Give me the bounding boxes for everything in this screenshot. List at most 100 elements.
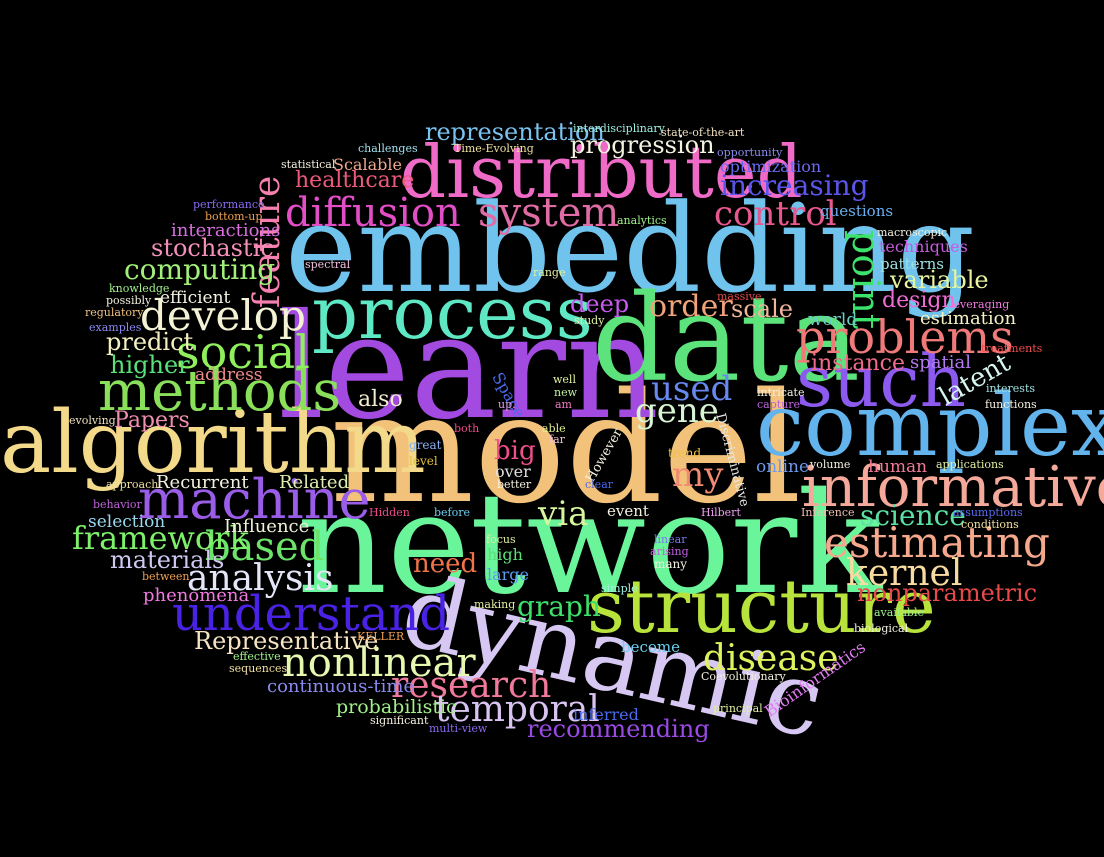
word-Related: Related: [279, 472, 350, 493]
word-over: over: [495, 462, 531, 481]
word-temporal: temporal: [435, 689, 600, 730]
word-address: address: [195, 365, 263, 385]
word-Influence: Influence: [224, 516, 310, 537]
word-kernel: kernel: [846, 553, 963, 594]
word-phenomena: phenomena: [143, 585, 250, 606]
word-materials: materials: [110, 546, 225, 574]
word-Recurrent: Recurrent: [156, 472, 249, 493]
word-understand: understand: [172, 586, 451, 642]
word-questions: questions: [820, 202, 894, 220]
word-Hilbert: Hilbert: [701, 506, 741, 519]
word-large: large: [487, 565, 530, 584]
word-biological: biological: [854, 622, 909, 635]
word-Coevolutionary: Coevolutionary: [701, 670, 786, 683]
word-arising: arising: [650, 545, 689, 558]
word-data: data: [592, 270, 861, 409]
word-great: great: [409, 438, 442, 452]
word-between: between: [142, 570, 190, 583]
word-predict: predict: [106, 328, 194, 356]
word-graph: graph: [517, 590, 601, 623]
word-instance: instance: [811, 351, 905, 376]
word-nonparametric: nonparametric: [857, 579, 1038, 607]
word-network: network: [297, 463, 883, 626]
word-challenges: challenges: [358, 142, 418, 155]
word-high: high: [487, 545, 523, 564]
word-assumptions: assumptions: [953, 506, 1023, 519]
word-better: better: [497, 478, 532, 491]
word-up: up.: [498, 398, 516, 411]
word-methods: methods: [98, 359, 342, 424]
word-control: control: [714, 194, 837, 234]
word-many: many: [654, 557, 688, 571]
word-recommending: recommending: [527, 715, 710, 743]
word-also: also: [358, 387, 403, 412]
word-representation: representation: [425, 118, 605, 146]
word-knowledge: knowledge: [109, 282, 170, 295]
word-used: used: [651, 369, 733, 409]
word-develop: develop: [140, 291, 306, 340]
word-optimization: optimization: [720, 157, 822, 176]
word-patterns: patterns: [880, 255, 945, 273]
word-efficient: efficient: [160, 288, 231, 308]
word-both: both: [454, 422, 480, 435]
word-performance: performance: [193, 198, 265, 211]
word-capture: capture: [757, 398, 801, 411]
word-informative: informative: [802, 455, 1104, 520]
word-analytics: analytics: [617, 214, 667, 227]
word-machine: machine: [138, 468, 371, 531]
word-macroscopic: macroscopic: [877, 226, 948, 239]
word-learn: learn: [278, 283, 660, 452]
word-opportunity: opportunity: [717, 146, 783, 159]
word-study: study: [574, 314, 605, 327]
word-my: my: [672, 455, 724, 495]
word-analysis: analysis: [187, 558, 334, 599]
word-based: based: [205, 524, 325, 570]
word-probabilistic: probabilistic: [336, 696, 457, 718]
word-functions: functions: [985, 398, 1037, 411]
word-intricate: intricate: [757, 386, 805, 399]
word-behavior: behavior: [93, 498, 142, 511]
word-before: before: [434, 506, 471, 519]
word-applications: applications: [936, 458, 1004, 471]
word-progression: progression: [570, 131, 715, 159]
word-interests: interests: [986, 382, 1036, 395]
word-Papers: Papers: [114, 408, 190, 433]
word-inferred: inferred: [573, 705, 639, 724]
word-multi-view: multi-view: [429, 722, 488, 735]
word-spectral: spectral: [305, 258, 351, 271]
word-science: science: [860, 499, 966, 532]
word-linear: linear: [654, 533, 687, 546]
word-online: online: [756, 457, 810, 477]
word-regulatory: regulatory: [85, 306, 144, 319]
word-stochastic: stochastic: [151, 234, 274, 262]
word-well: well: [553, 373, 576, 386]
word-model: model: [330, 360, 802, 537]
word-Time-Evolving: Time-Evolving: [454, 142, 534, 155]
word-approach: approach: [106, 478, 159, 491]
word-algorithm: algorithm: [0, 393, 426, 493]
word-embedding: embedding: [285, 178, 976, 320]
word-higher: higher: [110, 351, 190, 379]
word-Representative: Representative: [194, 627, 379, 655]
word-techniques: techniques: [879, 237, 968, 256]
word-human: human: [868, 457, 928, 477]
word-continuous-time: continuous-time: [267, 676, 415, 697]
word-gene: gene: [635, 391, 719, 431]
word-effective: effective: [233, 650, 281, 663]
word-new: new: [554, 386, 578, 399]
word-scale: scale: [731, 295, 793, 323]
word-volume: volume: [810, 458, 851, 471]
word-need: need: [413, 549, 478, 579]
word-complex: complex: [756, 376, 1104, 476]
word-examples: examples: [89, 321, 142, 334]
word-sequences: sequences: [229, 662, 288, 675]
word-possibly: possibly: [106, 294, 152, 307]
word-social: social: [176, 325, 310, 379]
word-available: available: [874, 606, 924, 619]
word-estimation: estimation: [920, 308, 1017, 329]
word-diffusion: diffusion: [285, 190, 461, 236]
word-deep: deep: [570, 290, 630, 318]
word-leveraging: leveraging: [950, 298, 1010, 311]
word-principal: principal: [713, 702, 763, 715]
